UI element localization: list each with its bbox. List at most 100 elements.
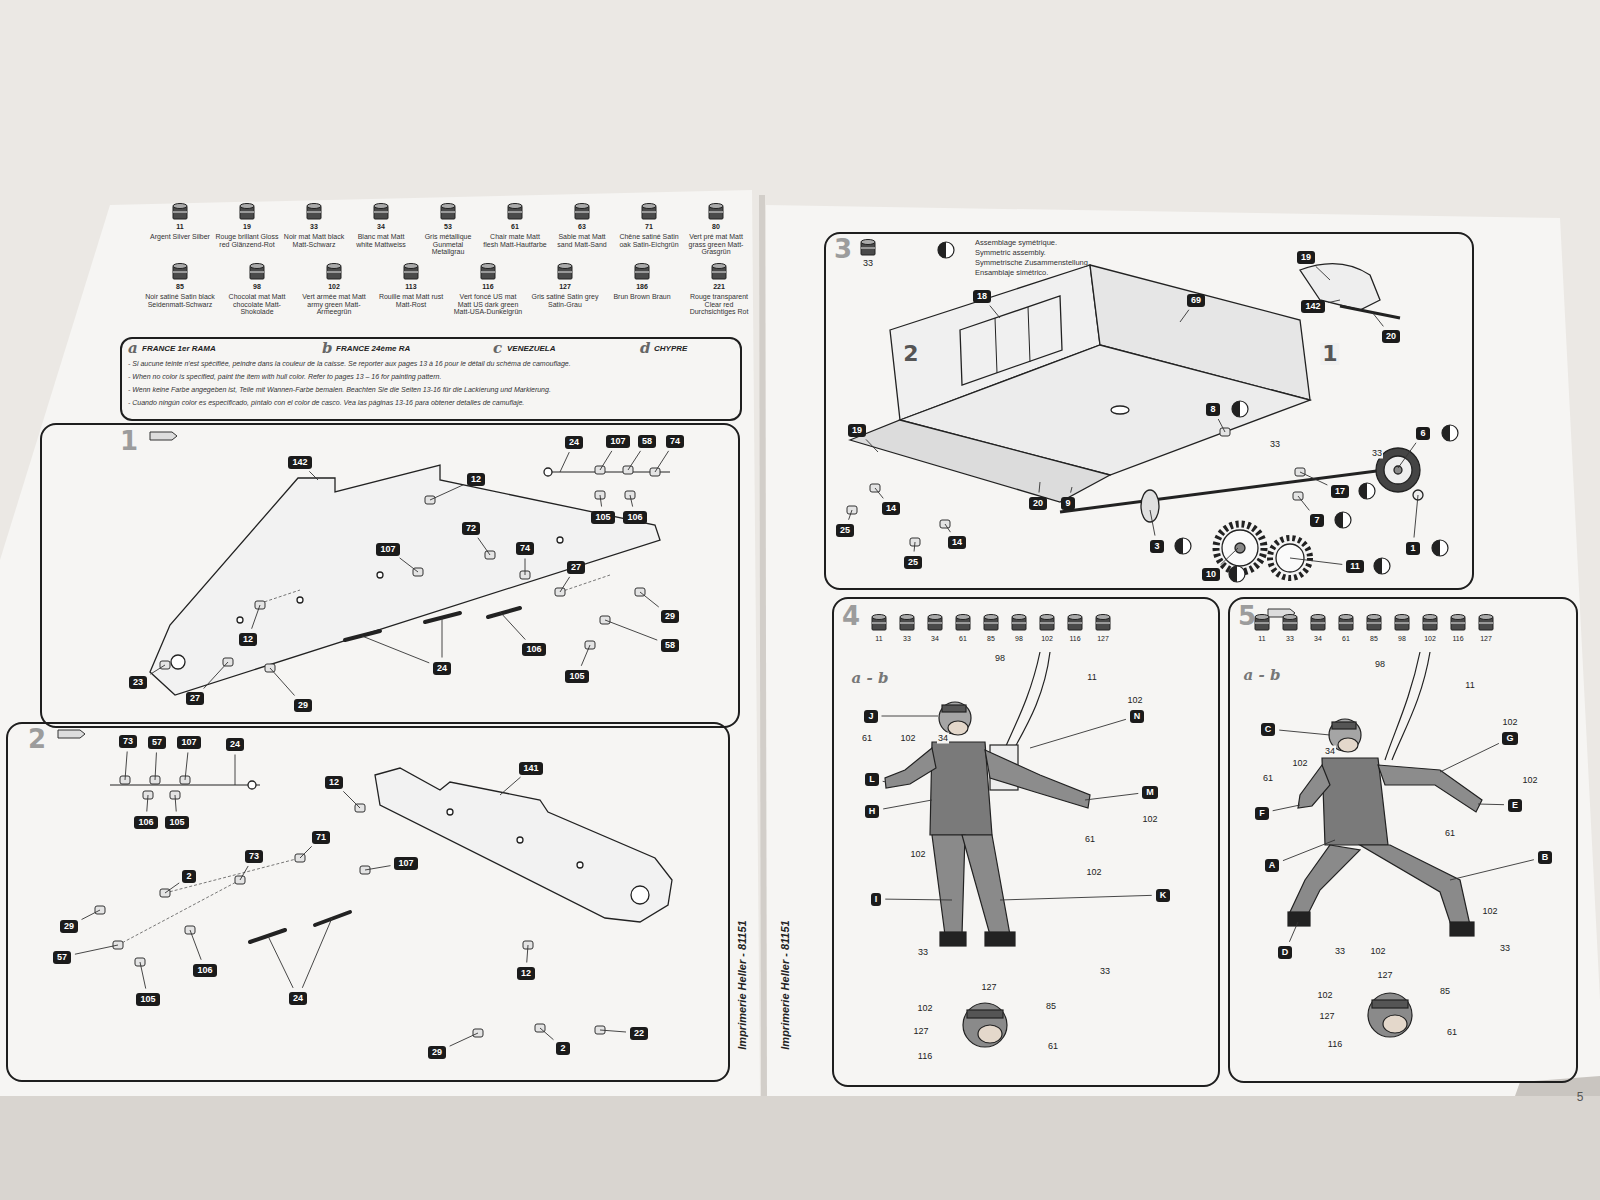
glue-icons: [58, 432, 1295, 738]
callout-number: 107: [394, 857, 417, 870]
paint-reference: 102: [1316, 990, 1333, 1001]
paint-reference: 61: [1446, 1027, 1458, 1038]
callout-text: 7: [1314, 516, 1319, 525]
callout-number: 142: [288, 456, 311, 469]
callout-number: 2: [556, 1042, 569, 1055]
callout-text: 12: [243, 635, 253, 644]
version-letters: a - b: [1244, 668, 1281, 683]
callout-number: 106: [193, 964, 216, 977]
callout-number: I: [871, 893, 882, 906]
callout-text: 107: [398, 859, 413, 868]
callout-number: 73: [245, 850, 263, 863]
paint-reference: 102: [1481, 906, 1498, 917]
callout-number: 57: [53, 951, 71, 964]
paint-name: Rouge transparent Clear red Durchsichtig…: [683, 293, 755, 316]
step3-chassis: [850, 264, 1423, 578]
callout-text: 2: [560, 1044, 565, 1053]
callout-text: 105: [140, 995, 155, 1004]
callout-text: 20: [1386, 332, 1396, 341]
step-number: 1: [120, 428, 138, 454]
step-panel: 3Assemblage symétrique.Symmetric assembl…: [824, 232, 1474, 590]
paint-name: Vert foncé US mat Matt US dark green Mat…: [452, 293, 524, 316]
panel-text: d: [640, 341, 651, 356]
callout-number: K: [1156, 889, 1171, 902]
paint-reference: 85: [1370, 635, 1378, 642]
version-letters: a - b: [852, 671, 889, 686]
callout-text: 73: [123, 737, 133, 746]
callout-text: J: [868, 712, 873, 721]
callout-number: 24: [289, 992, 307, 1005]
leader-lines: [75, 266, 1534, 1046]
callout-text: 23: [133, 678, 143, 687]
panel-text: Symmetric assembly.: [975, 248, 1046, 257]
callout-number: J: [864, 710, 877, 723]
callout-number: 19: [1297, 251, 1315, 264]
callout-text: 29: [64, 922, 74, 931]
callout-text: 24: [569, 438, 579, 447]
paint-number: 11: [176, 223, 183, 230]
callout-text: 25: [840, 526, 850, 535]
callout-number: 23: [129, 676, 147, 689]
paint-reference: 61: [1084, 834, 1096, 845]
callout-text: 72: [466, 524, 476, 533]
panel-text: CHYPRE: [654, 344, 687, 354]
callout-text: 29: [432, 1048, 442, 1057]
paint-number: 98: [253, 283, 261, 290]
paint-reference: 11: [875, 635, 882, 642]
panel-text: - Wenn keine Farbe angegeben ist, Teile …: [128, 386, 551, 394]
callout-number: E: [1508, 799, 1522, 812]
callout-text: 9: [1065, 499, 1070, 508]
paint-reference: 102: [1141, 814, 1158, 825]
callout-text: 105: [569, 672, 584, 681]
paint-number: 33: [310, 223, 318, 230]
callout-number: 105: [165, 816, 188, 829]
printer-imprint: Imprimerie Heller - 81151: [780, 920, 791, 1049]
callout-number: 106: [522, 643, 545, 656]
callout-number: 14: [882, 502, 900, 515]
callout-text: 8: [1210, 405, 1215, 414]
panel-text: FRANCE 24ème RA: [336, 344, 410, 354]
callout-number: 27: [567, 561, 585, 574]
callout-text: K: [1160, 891, 1167, 900]
paint-reference: 127: [1480, 635, 1492, 642]
callout-text: L: [869, 775, 875, 784]
paint-reference: 127: [980, 982, 997, 993]
callout-text: 12: [329, 778, 339, 787]
callout-number: A: [1265, 859, 1280, 872]
step-number: 4: [842, 603, 860, 629]
paint-name: Argent Silver Silber: [148, 233, 212, 241]
version-box: aFRANCE 1er RAMAbFRANCE 24ème RAcVENEZUE…: [120, 337, 742, 421]
paint-reference: 127: [1097, 635, 1109, 642]
paint-name: Rouille mat Matt rust Matt-Rost: [375, 293, 447, 308]
callout-number: 6: [1416, 427, 1429, 440]
callout-number: F: [1255, 807, 1269, 820]
callout-number: 1: [1406, 542, 1419, 555]
callout-number: 105: [565, 670, 588, 683]
callout-text: 27: [571, 563, 581, 572]
callout-text: 24: [293, 994, 303, 1003]
paint-number: 102: [328, 283, 340, 290]
paint-reference: 61: [1444, 828, 1456, 839]
paint-name: Rouge brillant Gloss red Glänzend-Rot: [215, 233, 279, 248]
callout-number: C: [1261, 723, 1276, 736]
callout-text: A: [1269, 861, 1276, 870]
callout-text: E: [1512, 801, 1518, 810]
paint-reference: 102: [909, 849, 926, 860]
callout-number: 27: [186, 692, 204, 705]
step-number: 3: [834, 236, 852, 262]
callout-text: 25: [908, 558, 918, 567]
paint-reference: 61: [1047, 1041, 1059, 1052]
step-panel: 4JNLMHIK: [832, 597, 1220, 1087]
paint-reference: 34: [931, 635, 939, 642]
callout-number: 12: [325, 776, 343, 789]
callout-text: 29: [298, 701, 308, 710]
callout-text: 58: [665, 641, 675, 650]
callout-text: N: [1134, 712, 1141, 721]
paint-reference: 102: [1085, 867, 1102, 878]
callout-number: 142: [1301, 300, 1324, 313]
callout-text: B: [1542, 853, 1549, 862]
callout-text: 27: [190, 694, 200, 703]
callout-number: 20: [1029, 497, 1047, 510]
